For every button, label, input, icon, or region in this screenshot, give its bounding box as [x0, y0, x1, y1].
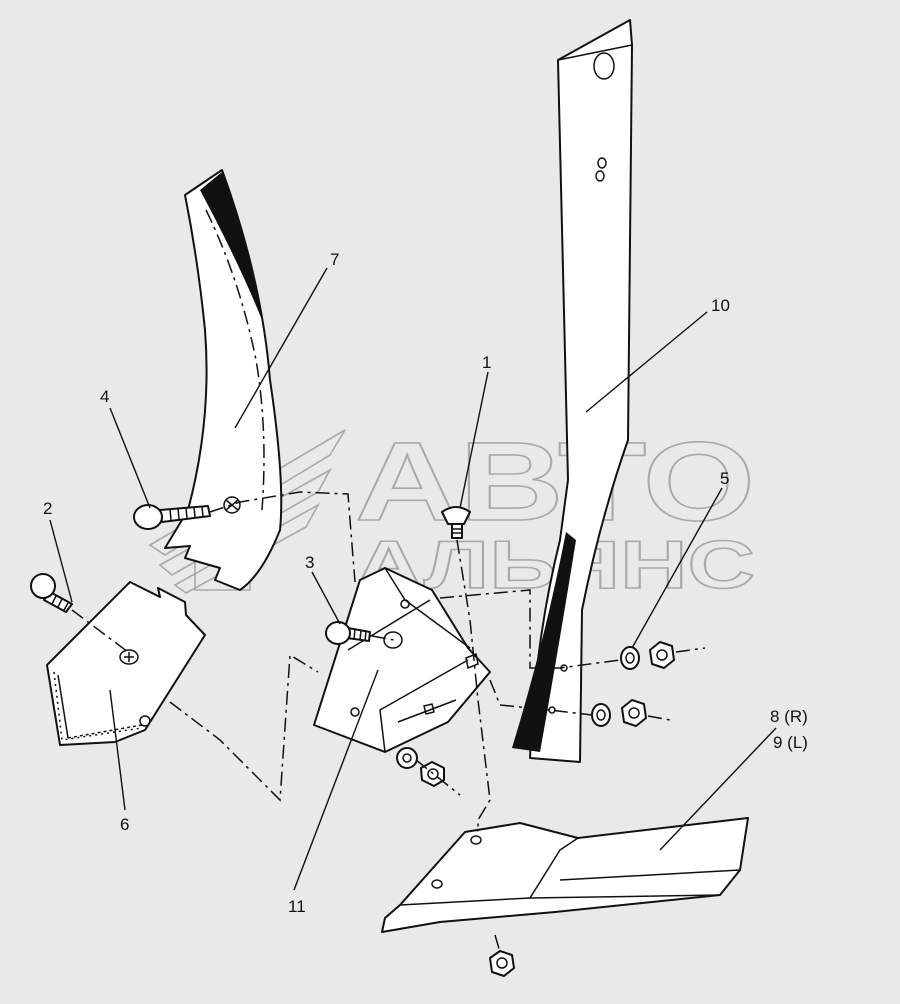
- callout-2: 2: [43, 499, 52, 518]
- callout-3: 3: [305, 553, 314, 572]
- nut-share: [489, 950, 515, 977]
- callout-labels: 1 2 3 4 5 6 7 8 (R) 9 (L) 10 11: [43, 250, 808, 916]
- callout-1: 1: [482, 353, 491, 372]
- washer-nut-bracket: [396, 747, 445, 787]
- bolt-3: [325, 621, 371, 645]
- bolt-4: [133, 504, 211, 530]
- washer-nut-upper: [620, 641, 675, 670]
- callout-7: 7: [330, 250, 339, 269]
- washer-nut-lower: [591, 699, 647, 727]
- callout-4: 4: [100, 387, 109, 406]
- callout-10: 10: [711, 296, 730, 315]
- part-mounting-bracket: [313, 567, 491, 753]
- callout-8: 8 (R): [770, 707, 808, 726]
- part-share: [381, 817, 749, 933]
- bolt-2: [30, 573, 73, 613]
- callout-9: 9 (L): [773, 733, 808, 752]
- assembly-lines: [71, 491, 706, 953]
- bolt-1: [441, 506, 471, 539]
- callout-6: 6: [120, 815, 129, 834]
- part-shin-guard: [164, 169, 283, 591]
- part-shank: [512, 19, 633, 763]
- leader-lines: [49, 267, 777, 891]
- part-tip-point: [46, 581, 206, 746]
- callout-5: 5: [720, 469, 729, 488]
- watermark-line1: АВТО: [355, 419, 755, 544]
- callout-11: 11: [288, 897, 306, 916]
